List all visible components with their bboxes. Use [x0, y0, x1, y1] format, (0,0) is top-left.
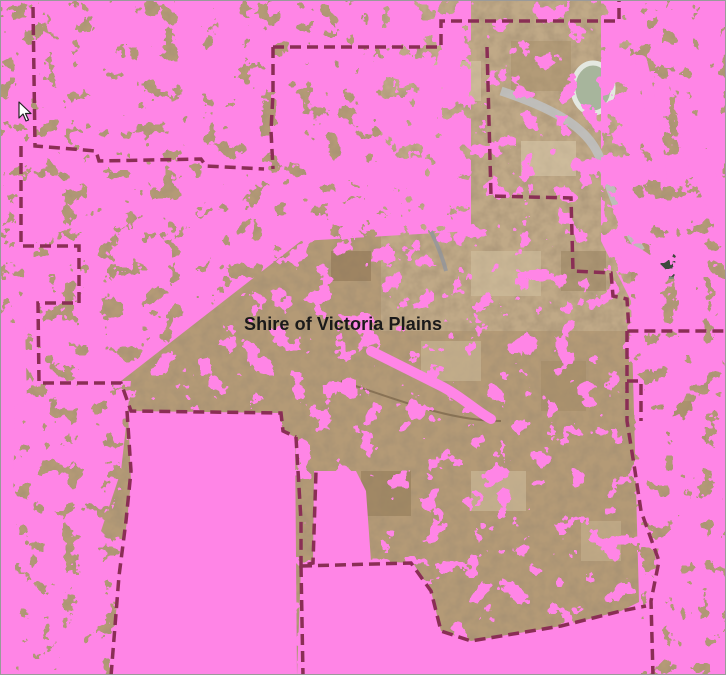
- mouse-pointer-icon: [18, 101, 32, 122]
- solid-area-southwest: [1, 501, 15, 674]
- shire-name-label: Shire of Victoria Plains: [244, 314, 443, 334]
- vegetation-stream: [366, 346, 496, 424]
- solid-area-south-central: [297, 471, 641, 674]
- boundary-north-block: [269, 47, 275, 170]
- vegetation-stream-east: [635, 55, 667, 182]
- vegetation-stream-ne: [680, 130, 725, 232]
- solid-area-south: [111, 411, 297, 674]
- boundary-south-vertical: [299, 565, 305, 674]
- boundary-south-west: [109, 410, 133, 674]
- shire-boundary-layer: [19, 1, 725, 674]
- boundary-south-loop: [300, 561, 647, 643]
- solid-area-west: [1, 324, 27, 501]
- boundary-north-outer: [31, 6, 265, 171]
- boundary-east-main: [625, 331, 661, 674]
- boundary-north-edge: [273, 1, 621, 49]
- boundary-west-offset: [19, 146, 297, 439]
- boundary-inner-east: [485, 46, 725, 333]
- vegetation-patch-east: [618, 243, 669, 284]
- boundary-east-stub: [627, 379, 643, 421]
